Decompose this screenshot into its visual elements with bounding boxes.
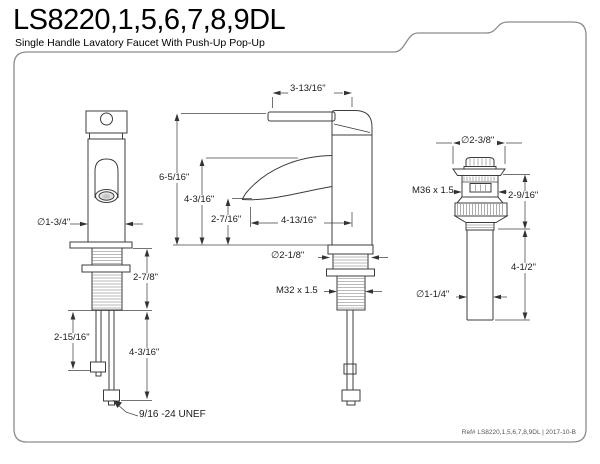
sheet-border (13, 21, 587, 443)
dim-spout-reach: 4-13/16" (280, 215, 318, 226)
page-subtitle: Single Handle Lavatory Faucet With Push-… (15, 37, 265, 49)
reference-number: Ref# LS8220,1,5,6,7,8,9DL | 2017-10-B (461, 429, 576, 436)
dim-supply-thread: 9/16 -24 UNEF (139, 409, 206, 420)
dim-deck-to-thread-end: 2-7/8" (132, 272, 160, 283)
dim-spout-height: 4-3/16" (183, 194, 216, 205)
dim-overall-height: 6-5/16" (158, 172, 191, 183)
dim-base-diameter: ∅1-3/4" (37, 217, 71, 228)
dim-aerator-clearance: 2-7/16" (210, 214, 243, 225)
faucet-side-view (241, 110, 375, 406)
front-view-dimensions (68, 221, 152, 417)
dim-hose-long: 4-3/16" (128, 347, 161, 358)
dim-mounting-thread: M32 x 1.5 (276, 285, 318, 296)
dim-drain-thread: M36 x 1.5 (412, 185, 454, 196)
drain-assembly-view (452, 157, 509, 321)
dim-handle-length: 3-13/16" (290, 83, 326, 94)
dim-drain-body-height: 2-9/16" (507, 190, 540, 201)
dim-tailpiece-length: 4-1/2" (510, 262, 538, 273)
faucet-front-view (69, 110, 133, 406)
page-title: LS8220,1,5,6,7,8,9DL (13, 4, 286, 36)
dim-flange-diameter: ∅2-3/8" (460, 135, 496, 146)
dim-escutcheon-diameter: ∅2-1/8" (271, 250, 305, 261)
drain-view-dimensions (436, 140, 530, 321)
dim-tailpiece-diameter: ∅1-1/4" (416, 289, 450, 300)
dim-hose-short: 2-15/16" (53, 332, 91, 343)
